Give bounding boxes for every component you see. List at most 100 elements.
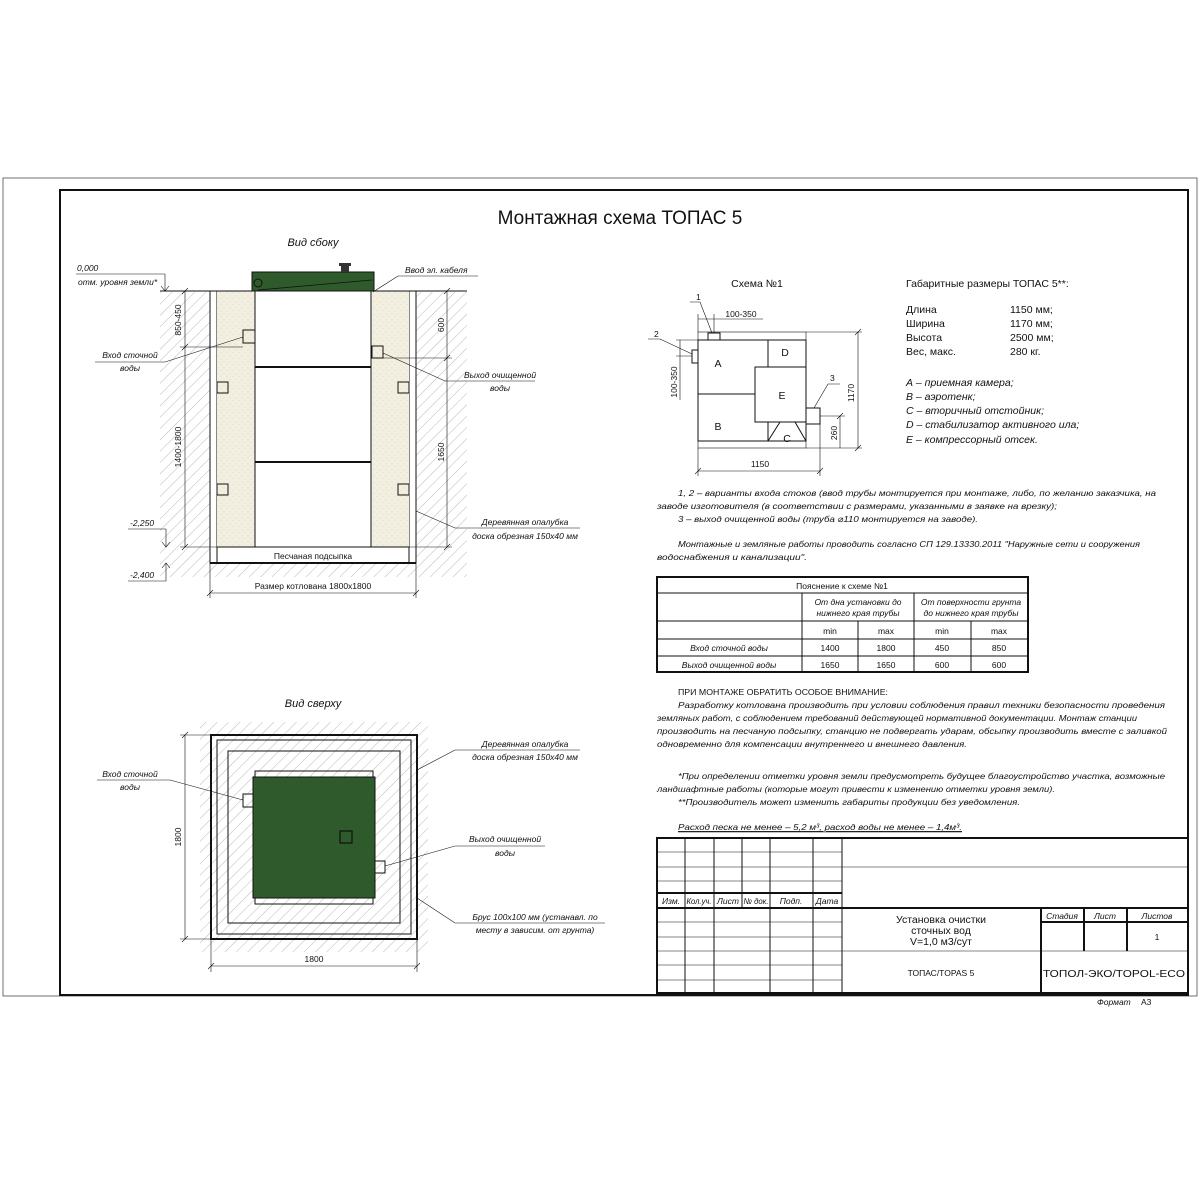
lid-knob bbox=[341, 265, 349, 272]
attention-line: Разработку котлована производить при усл… bbox=[678, 700, 1166, 710]
inlet-label-2: воды bbox=[120, 782, 141, 792]
pipe-1 bbox=[707, 332, 721, 341]
outlet-leader bbox=[384, 845, 545, 867]
top-view: Вид сверху 1800 1800 Вход сточной воды Д… bbox=[97, 698, 605, 972]
sheet-inner-border bbox=[59, 189, 1189, 996]
table-cell: 850 bbox=[992, 643, 1006, 653]
table-cell: 600 bbox=[992, 660, 1006, 670]
table-row-label: Выход очищенной воды bbox=[682, 660, 777, 670]
lid-line bbox=[257, 279, 373, 291]
formwork-leader bbox=[416, 749, 580, 771]
attention-line: производить на песчаную подсыпку, станци… bbox=[657, 726, 1167, 736]
format-value: А3 bbox=[1141, 997, 1152, 1007]
table-grid bbox=[657, 592, 1028, 672]
overall-dimensions: Габаритные размеры ТОПАС 5**: Длина 1150… bbox=[905, 278, 1079, 446]
sheets-value: 1 bbox=[1155, 932, 1160, 942]
note-line: заводе изготовителя (в соответствии с ра… bbox=[656, 501, 1058, 511]
table-group-header: нижнего края трубы bbox=[816, 608, 900, 618]
dim-length: 1150 bbox=[751, 459, 770, 469]
inlet-pipe-top bbox=[242, 793, 254, 808]
tank-top bbox=[252, 776, 376, 899]
company-name: ТОПОЛ-ЭКО/TOPOL-ECO bbox=[1043, 968, 1185, 980]
title-block-rows bbox=[657, 851, 1188, 981]
format-label: Формат bbox=[1097, 997, 1131, 1007]
dim-top: 100-350 bbox=[725, 309, 756, 319]
col-signature: Подп. bbox=[780, 896, 803, 906]
table-group-header: От поверхности грунта bbox=[921, 597, 1022, 607]
formwork-leader bbox=[415, 510, 580, 529]
beam-label-2: месту в зависим. от грунта) bbox=[476, 925, 595, 935]
outlet-leader bbox=[382, 352, 535, 382]
title-block: Изм. Кол.уч. Лист № док. Подп. Дата Уста… bbox=[656, 837, 1189, 1007]
table-subheader: min bbox=[935, 626, 949, 636]
beam-marker bbox=[216, 483, 229, 496]
beam-leader bbox=[416, 897, 605, 924]
formwork-left bbox=[209, 290, 218, 564]
footnote-line: *При определении отметки уровня земли пр… bbox=[678, 771, 1165, 781]
dim-left-line bbox=[676, 339, 698, 400]
col-doc-no: № док. bbox=[744, 896, 769, 906]
beam-frame bbox=[216, 739, 412, 935]
table-group-header: до нижнего края трубы bbox=[924, 608, 1020, 618]
footnote-line: **Производитель может изменить габариты … bbox=[678, 797, 1020, 807]
dim-inlet-depth: 850-450 bbox=[173, 304, 183, 335]
outlet-label-2: воды bbox=[495, 848, 516, 858]
beam-marker bbox=[397, 381, 410, 394]
dim-outlet-depth: 600 bbox=[436, 318, 446, 332]
formwork-right bbox=[408, 290, 417, 564]
project-name-3: V=1,0 м3/сут bbox=[910, 936, 972, 948]
outlet-label: Выход очищенной bbox=[464, 370, 536, 380]
dim-value: 1170 мм; bbox=[1010, 318, 1053, 330]
dim-label: Вес, макс. bbox=[906, 346, 956, 358]
table-cell: 1400 bbox=[821, 643, 840, 653]
tank-body bbox=[254, 290, 372, 548]
soil-right bbox=[416, 292, 467, 577]
legend-item: Е – компрессорный отсек. bbox=[906, 434, 1038, 446]
level-mid: -2,250 bbox=[130, 518, 154, 528]
lid-knob-cap bbox=[339, 263, 351, 266]
table-border bbox=[656, 576, 1029, 673]
lid-hinge bbox=[253, 278, 263, 288]
pipe-3 bbox=[805, 407, 821, 425]
scheme-1: Схема №1 A B C D E 1 2 3 100-350 100-350… bbox=[648, 278, 862, 476]
marker-2: 2 bbox=[654, 329, 659, 339]
dim-top-line bbox=[697, 314, 763, 333]
drawing-title: Монтажная схема ТОПАС 5 bbox=[498, 208, 743, 229]
title-block-columns bbox=[684, 838, 843, 993]
cable-entry-label: Ввод эл. кабеля bbox=[405, 265, 468, 275]
table-cell: 450 bbox=[935, 643, 949, 653]
project-name: Установка очистки bbox=[896, 914, 986, 926]
hatch-square bbox=[339, 830, 353, 844]
formwork-frame bbox=[210, 734, 418, 940]
table-subheader: max bbox=[991, 626, 1008, 636]
inlet-label-2: воды bbox=[120, 363, 141, 373]
sand-backfill-right bbox=[371, 291, 409, 547]
outlet-label-2: воды bbox=[490, 383, 511, 393]
dim-value: 1150 мм; bbox=[1010, 304, 1053, 316]
footnote-line: ландшафтные работы (которые могут привес… bbox=[656, 784, 1055, 794]
formwork-label: Деревянная опалубка bbox=[481, 739, 569, 749]
level-bottom: -2,400 bbox=[130, 570, 154, 580]
consumption-note: Расход песка не менее – 5,2 м³, расход в… bbox=[678, 822, 962, 832]
side-view-heading: Вид сбоку bbox=[287, 237, 340, 249]
zone-c: C bbox=[783, 433, 791, 445]
top-view-heading: Вид сверху bbox=[285, 698, 343, 710]
inlet-pipe bbox=[242, 329, 256, 344]
scheme-heading: Схема №1 bbox=[731, 278, 783, 290]
level-arrow bbox=[128, 562, 171, 582]
sheet-label: Лист bbox=[1093, 911, 1116, 921]
level-zero: 0,000 bbox=[77, 263, 99, 273]
zone-d: D bbox=[781, 347, 789, 359]
formwork-label-2: доска обрезная 150х40 мм bbox=[472, 531, 578, 541]
col-list: Лист bbox=[716, 896, 739, 906]
table-cell: 1650 bbox=[821, 660, 840, 670]
col-date: Дата bbox=[815, 896, 839, 906]
table-row-label: Вход сточной воды bbox=[690, 643, 768, 653]
note-line: 1, 2 – варианты входа стоков (ввод трубы… bbox=[678, 488, 1156, 498]
inlet-label: Вход сточной bbox=[102, 769, 158, 779]
dim-value: 280 кг. bbox=[1010, 346, 1041, 358]
dim-left: 100-350 bbox=[669, 366, 679, 397]
zone-e: E bbox=[778, 390, 785, 402]
soil-bottom bbox=[210, 563, 416, 577]
